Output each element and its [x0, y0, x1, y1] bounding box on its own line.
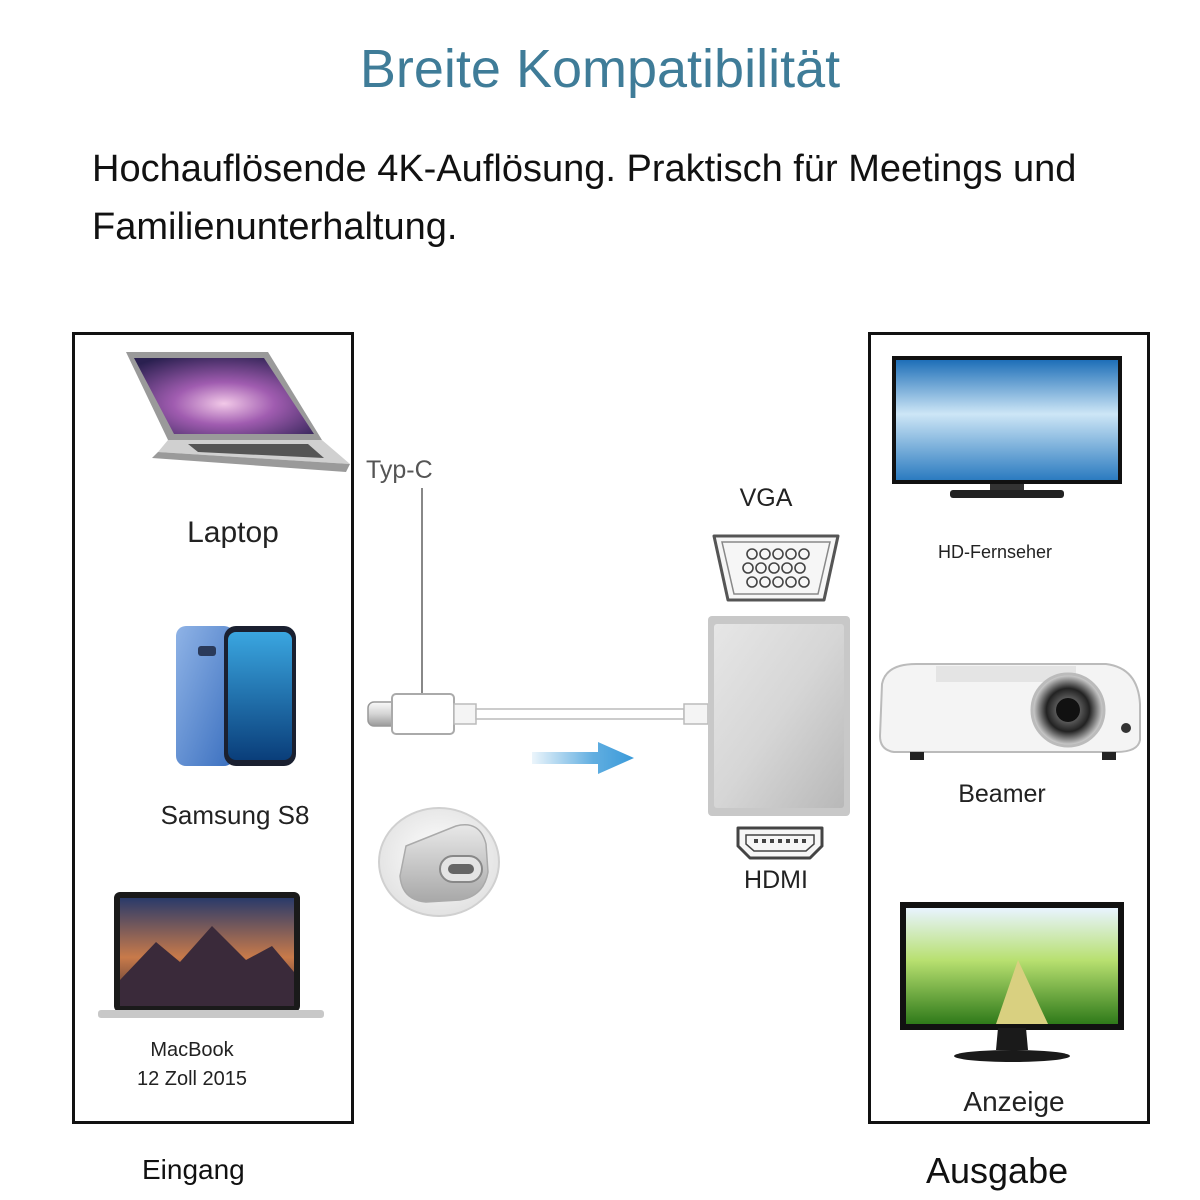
typec-plug-closeup-icon — [376, 806, 502, 918]
vga-port-icon — [708, 530, 844, 606]
output-caption: Ausgabe — [926, 1150, 1069, 1191]
macbook-label-line2: 12 Zoll 2015 — [136, 1068, 248, 1090]
macbook-icon — [96, 890, 326, 1020]
page-subtitle: Hochauflösende 4K-Auflösung. Praktisch f… — [92, 148, 1077, 248]
laptop-icon — [118, 348, 354, 488]
hd-tv-label: HD-Fernseher — [937, 542, 1053, 562]
vga-label: VGA — [739, 484, 793, 512]
tv-icon — [890, 354, 1126, 502]
monitor-icon — [898, 900, 1126, 1066]
typec-cable — [360, 690, 710, 742]
typec-label: Typ-C — [366, 456, 433, 484]
samsung-s8-label: Samsung S8 — [160, 800, 310, 830]
laptop-label: Laptop — [187, 516, 279, 549]
input-caption: Eingang — [142, 1154, 245, 1185]
hdmi-label: HDMI — [744, 866, 808, 894]
arrow-right-icon — [528, 738, 638, 778]
beamer-label: Beamer — [958, 780, 1046, 808]
typec-callout-line — [421, 488, 423, 694]
projector-icon — [876, 654, 1144, 764]
page-title: Breite Kompatibilität — [359, 39, 841, 99]
hdmi-port-icon — [734, 824, 826, 862]
macbook-label-line1: MacBook — [150, 1039, 234, 1061]
anzeige-label: Anzeige — [963, 1086, 1065, 1117]
smartphone-icon — [172, 624, 300, 768]
adapter-hub — [706, 614, 854, 820]
